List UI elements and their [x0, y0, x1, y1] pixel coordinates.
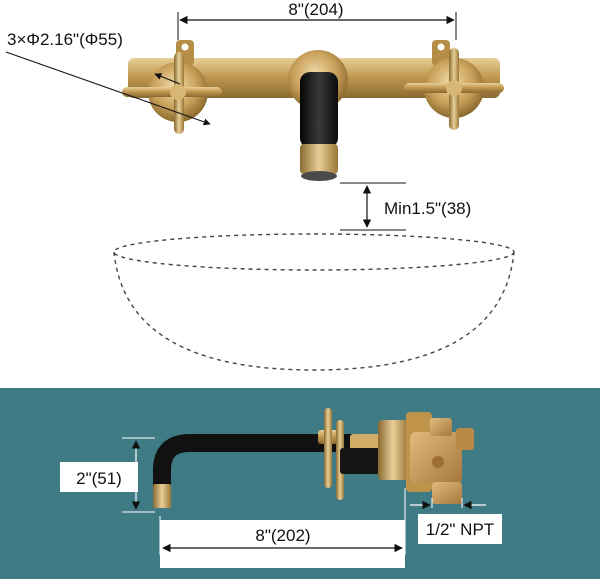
right-cross-handle: [404, 48, 504, 130]
handle-post-front: [324, 408, 332, 488]
mount-hole-right: [437, 43, 445, 51]
back-plate-brass: [378, 420, 408, 480]
valve-bolt: [432, 456, 444, 468]
valve-side-tab: [456, 428, 474, 450]
spout-body-black: [300, 72, 338, 148]
valve-inlet-bottom: [432, 482, 462, 504]
spout-pipe: [153, 434, 352, 488]
top-view: 8"(204) 3×Φ2.16"(Φ55) Min1.5"(38): [5, 0, 515, 371]
hole-leader-line: [5, 51, 211, 126]
reach-label: 8"(202): [255, 526, 310, 545]
thread-label-box: [418, 514, 502, 544]
side-view: 2"(51) 8"(202) 1/2" NPT: [60, 408, 502, 568]
height-label: 2"(51): [76, 469, 122, 488]
hole-diameter-label: 3×Φ2.16"(Φ55): [7, 30, 123, 49]
spout-front: [288, 50, 348, 181]
right-handle-hub: [446, 80, 462, 96]
mount-hole-left: [181, 43, 189, 51]
left-handle-hub: [170, 84, 186, 100]
clearance-label: Min1.5"(38): [384, 199, 471, 218]
hole-leader-pointer: [154, 73, 181, 85]
height-label-box: [60, 462, 138, 492]
rough-in-valve-body: [410, 418, 474, 504]
basin-rim: [113, 233, 515, 271]
basin-bowl: [113, 251, 515, 371]
spacing-label: 8"(204): [288, 0, 343, 19]
valve-top-port: [430, 418, 452, 436]
spout-tip-side: [153, 484, 171, 508]
spout-tip-brass: [300, 144, 338, 174]
thread-label: 1/2" NPT: [426, 520, 494, 539]
aerator: [301, 171, 337, 181]
basin-outline: [113, 233, 515, 371]
